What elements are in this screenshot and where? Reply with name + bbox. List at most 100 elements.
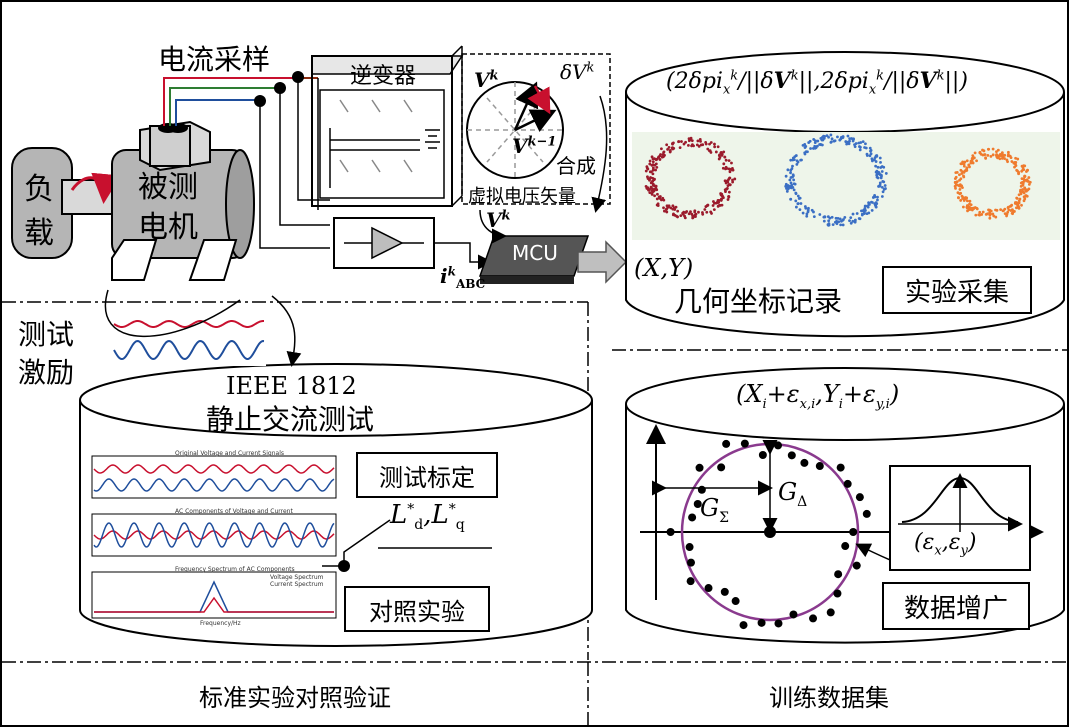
ring-point <box>706 203 709 207</box>
acquisition-formula: (2δpixk/||δVk||,2δpixk/||δVk||) <box>666 68 968 98</box>
ring-point <box>1014 156 1017 160</box>
ring-point <box>790 183 794 187</box>
ring-point <box>796 160 800 164</box>
ring-point <box>968 165 971 169</box>
augmented-point <box>774 441 783 450</box>
ring-point <box>671 213 675 217</box>
ring-point <box>651 157 655 161</box>
ring-point <box>656 192 659 196</box>
ring-point <box>871 196 875 199</box>
augmented-point <box>789 610 798 619</box>
ring-point <box>791 175 794 179</box>
augmented-point <box>841 542 850 551</box>
ring-point <box>1021 190 1025 194</box>
ring-point <box>662 198 666 202</box>
ring-point <box>975 207 979 211</box>
ring-point <box>691 214 695 218</box>
ring-point <box>961 186 964 190</box>
ring-point <box>731 168 735 172</box>
dataset-formula: (Xi+εx,i,Yi+εy,i) <box>736 380 900 412</box>
ring-point <box>1010 160 1014 163</box>
ring-point <box>789 171 792 175</box>
ring-point <box>859 145 862 149</box>
ring-point <box>794 205 798 209</box>
ring-point <box>792 178 796 182</box>
xy-label: (X,Y) <box>634 254 694 282</box>
ring-point <box>1027 183 1031 186</box>
augmented-point <box>740 439 749 448</box>
ring-point <box>968 199 972 203</box>
ring-point <box>875 155 879 158</box>
ring-point <box>799 202 803 205</box>
ring-point <box>662 206 665 210</box>
ring-point <box>805 214 809 218</box>
ring-point <box>986 153 990 157</box>
ring-point <box>717 157 721 161</box>
ring-point <box>970 157 974 161</box>
ring-point <box>970 208 974 212</box>
ring-point <box>701 212 705 216</box>
ring-point <box>867 203 871 206</box>
current-sampling-label: 电流采样 <box>158 43 271 76</box>
ring-point <box>676 215 679 219</box>
ring-point <box>708 149 711 153</box>
ring-point <box>819 136 823 140</box>
ring-point <box>648 170 652 174</box>
ring-point <box>869 148 873 152</box>
ring-point <box>876 165 880 169</box>
ring-point <box>989 154 993 158</box>
augmented-point <box>815 462 824 471</box>
ring-point <box>879 166 883 169</box>
augmented-point <box>717 463 726 472</box>
ring-point <box>719 151 723 155</box>
ring-point <box>807 141 811 144</box>
ring-point <box>789 158 793 162</box>
mcu-output-arrow <box>577 240 628 284</box>
ring-point <box>853 143 856 147</box>
vk-label: Vk <box>474 68 499 92</box>
ring-point <box>991 153 995 157</box>
ring-point <box>660 155 664 159</box>
ring-point <box>1024 194 1028 198</box>
acquisition-ring-plots <box>644 133 1032 227</box>
ring-point <box>968 205 971 209</box>
augmented-point <box>834 570 843 579</box>
ring-point <box>878 156 882 160</box>
ring-point <box>713 142 716 146</box>
legend-voltage: Voltage Spectrum <box>270 574 324 581</box>
ring-point <box>831 223 835 227</box>
ring-point <box>696 139 700 143</box>
ring-point <box>651 168 655 172</box>
wire-blue <box>175 99 262 126</box>
ring-point <box>720 198 723 201</box>
ring-point <box>722 162 726 166</box>
ring-point <box>717 204 720 208</box>
ring-point <box>973 151 977 155</box>
ring-point <box>975 159 978 163</box>
ring-point <box>723 179 727 183</box>
ieee-title: IEEE 1812 <box>226 372 357 400</box>
ring-point <box>711 204 715 207</box>
ring-point <box>1006 160 1009 164</box>
ring-point <box>728 183 732 187</box>
ring-point <box>1021 182 1025 186</box>
ring-point <box>1006 206 1010 210</box>
ring-point <box>829 141 833 144</box>
ring-point <box>689 210 692 214</box>
ring-point <box>733 177 737 181</box>
ring-point <box>961 205 965 209</box>
ring-point <box>690 139 694 143</box>
ring-point <box>727 194 731 198</box>
ring-point <box>967 208 971 212</box>
ring-point <box>1007 150 1010 154</box>
ring-point <box>1013 209 1016 213</box>
geometry-record-label: 几何坐标记录 <box>674 285 843 318</box>
ring-point <box>973 206 977 209</box>
ring-point <box>962 175 966 179</box>
ring-point <box>876 198 879 202</box>
ring-point <box>995 208 999 212</box>
inverter-block <box>311 45 464 207</box>
ring-point <box>695 143 699 147</box>
ring-point <box>645 165 649 169</box>
ring-point <box>728 170 732 174</box>
